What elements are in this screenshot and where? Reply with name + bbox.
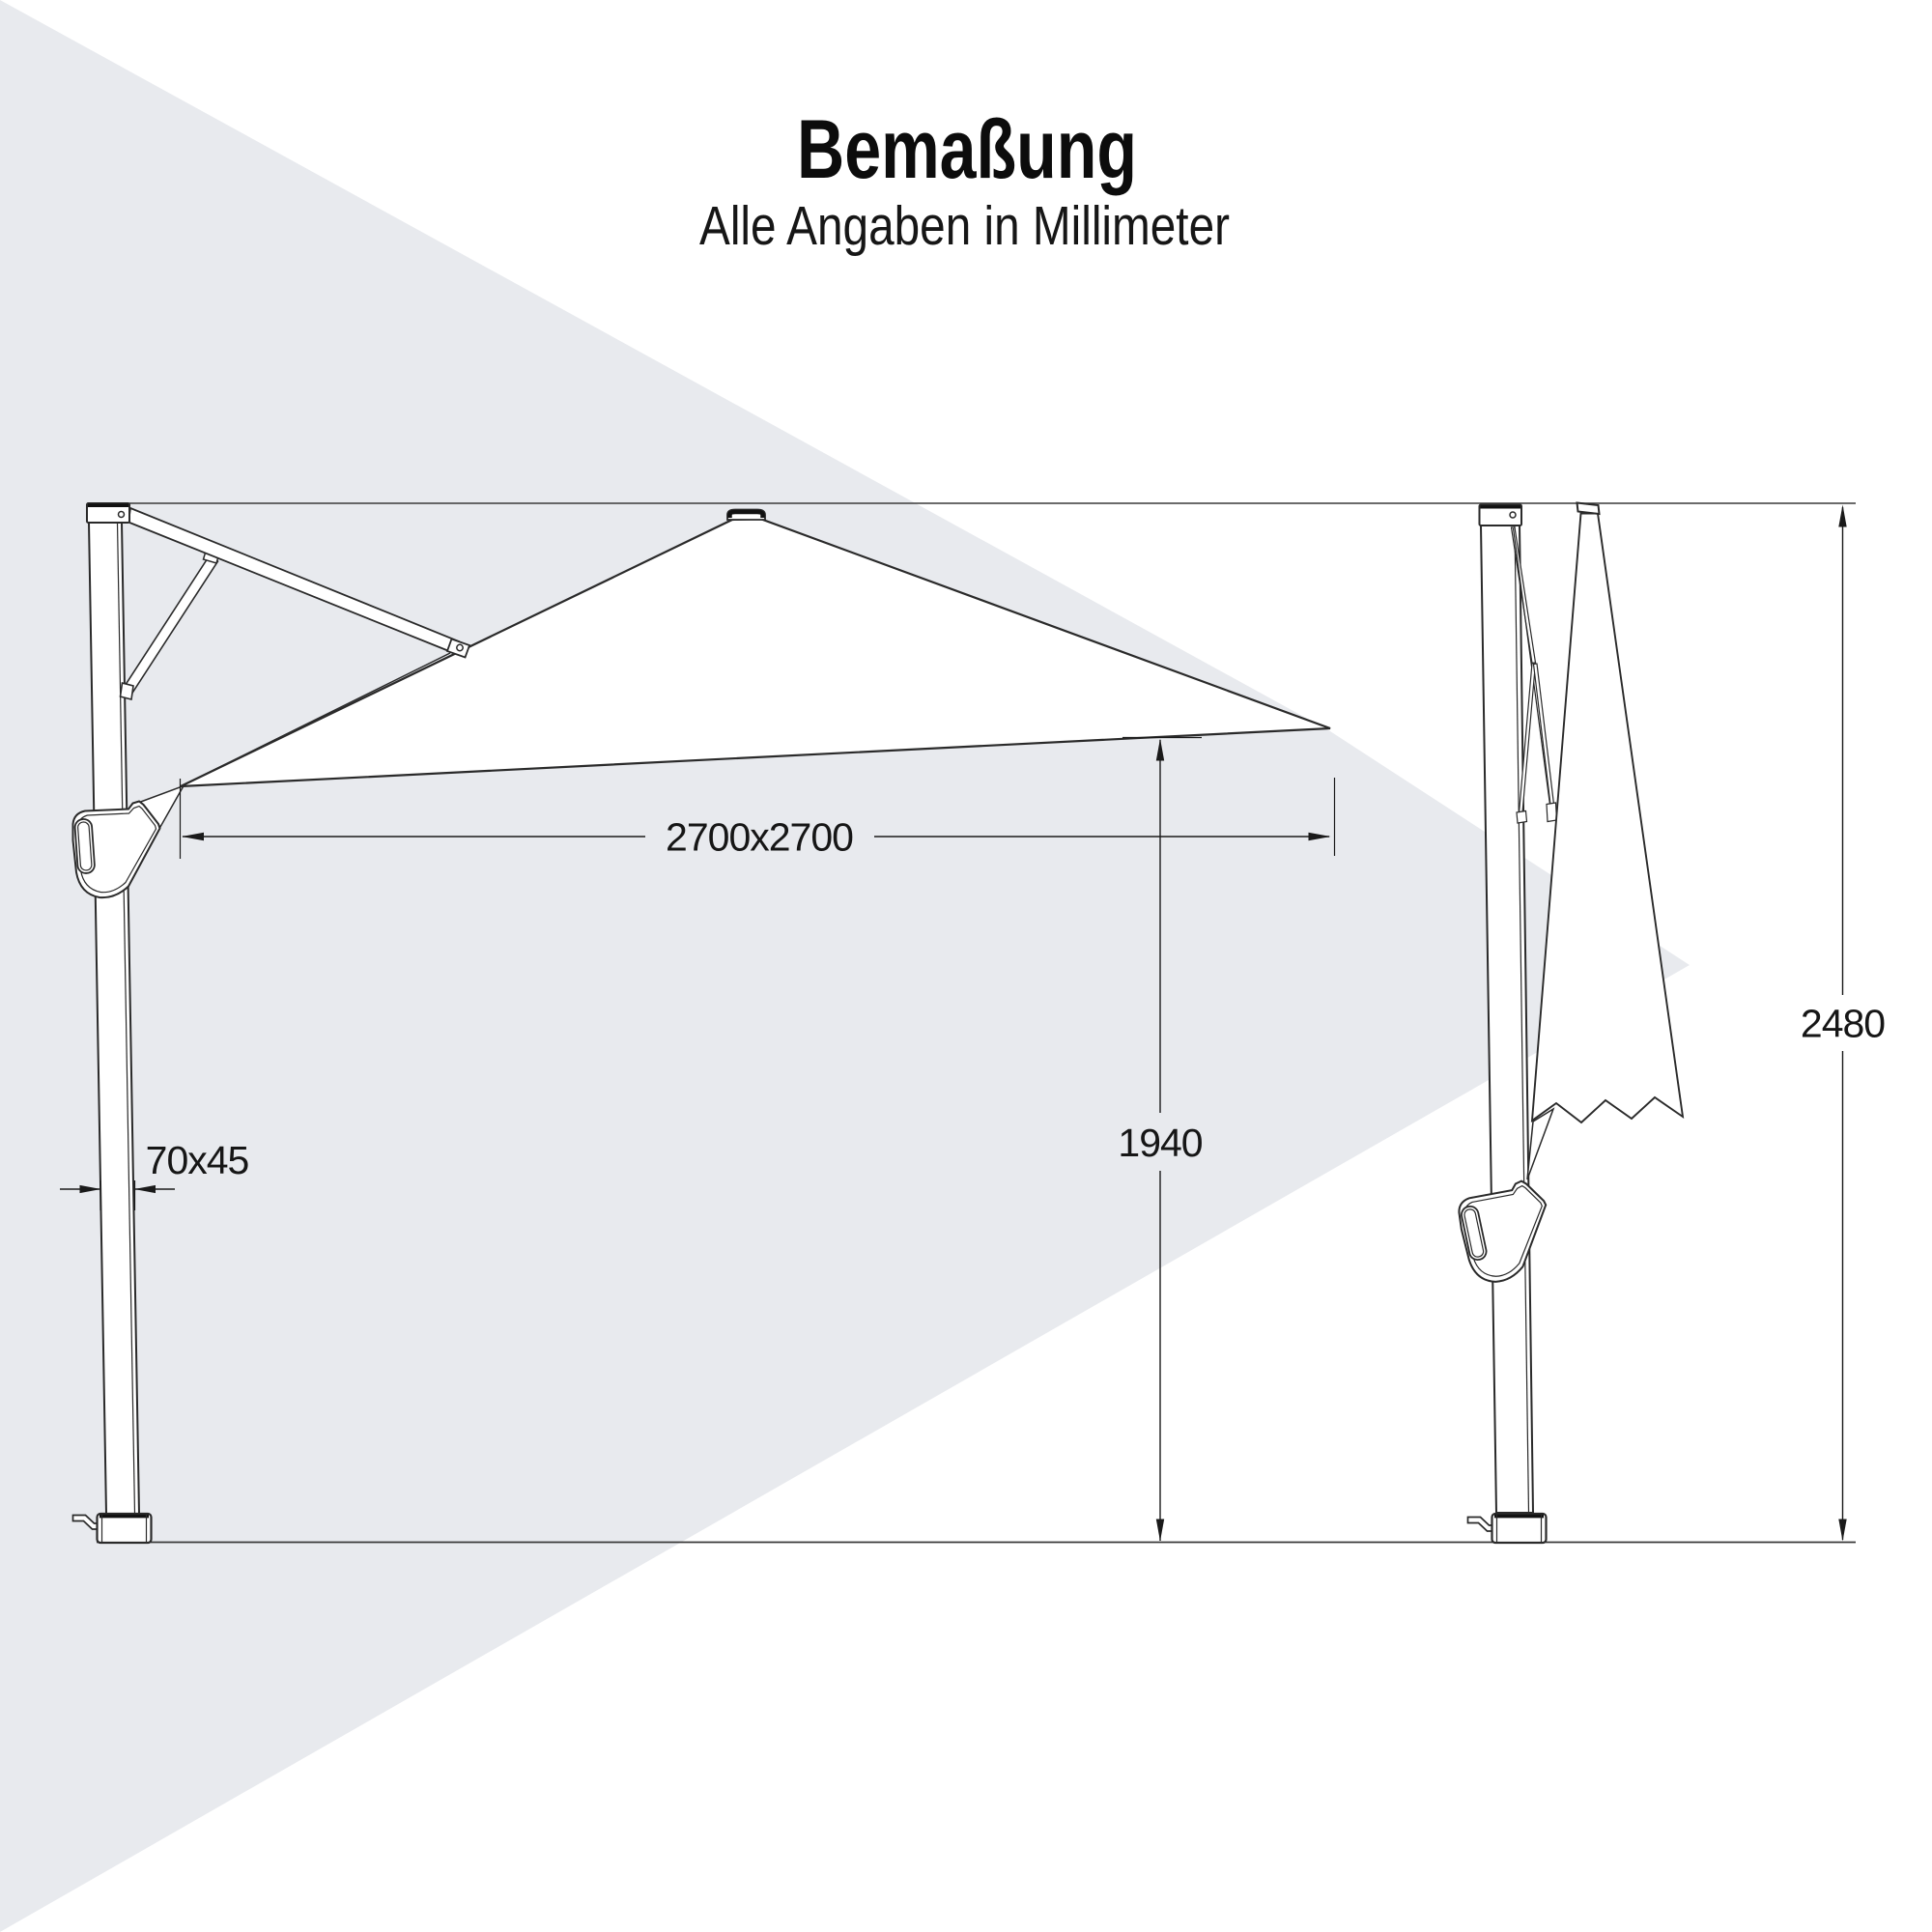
dim-arrow-toward-right (79, 1184, 101, 1194)
closed-canopy-cap (1576, 501, 1601, 516)
dim-arrow-down (1838, 1519, 1847, 1542)
dim-arrow-toward-left (134, 1184, 156, 1194)
page-title: Bemaßung (797, 103, 1137, 196)
dim-label-pole-cross-section: 70x45 (146, 1138, 249, 1182)
right-pole-cap (1478, 503, 1522, 526)
dim-canopy-size: 2700x2700 (179, 778, 1336, 860)
base-body (96, 1512, 153, 1545)
canopy-apex-cap-top (727, 509, 765, 518)
hub-handle-slot-inner (1463, 1208, 1485, 1258)
dim-arrow-up (1838, 504, 1847, 527)
dim-arrow-right (1308, 832, 1331, 841)
dim-arrow-up (1155, 738, 1165, 761)
folded-ribs (1510, 526, 1558, 824)
page-subtitle: Alle Angaben in Millimeter (699, 195, 1230, 257)
right-pole-cap-bolt (1509, 511, 1517, 519)
dim-label-total-height: 2480 (1801, 1002, 1885, 1046)
dim-arrow-down (1155, 1519, 1165, 1542)
folded-rib-foot-right (1546, 802, 1558, 823)
right-base (1466, 1512, 1548, 1545)
arm-end-bolt (456, 643, 464, 652)
closed-canopy (1530, 512, 1685, 1124)
dim-arrow-left (182, 832, 204, 841)
canopy-rib-line (180, 652, 451, 787)
base-pedal (1466, 1516, 1496, 1532)
left-pole-edge-line (116, 522, 136, 1515)
left-base (71, 1512, 153, 1545)
dim-total-height: 2480 (1801, 504, 1886, 1542)
dim-label-clearance-height: 1940 (1118, 1121, 1202, 1165)
dim-pole-cross-section: 70x45 (60, 1138, 250, 1210)
canopy-hub-wedge (1526, 1107, 1555, 1180)
folded-rib-lower-right (1532, 663, 1555, 806)
dim-label-canopy-size: 2700x2700 (666, 815, 853, 860)
hub-handle-slot (1461, 1205, 1488, 1262)
hub-outer (71, 800, 161, 899)
left-pole-cap-bolt (117, 510, 126, 519)
watermark-triangle (0, 0, 1690, 1932)
dim-clearance-height: 1940 (1118, 736, 1204, 1542)
folded-rib-foot-left (1516, 810, 1528, 824)
closed-umbrella-side-view (1458, 501, 1685, 1545)
right-hub-bracket (1458, 1179, 1548, 1283)
right-pole (1479, 525, 1535, 1514)
dimension-annotations: 2700x2700 1940 2480 70x45 (60, 504, 1886, 1542)
hub-handle-slot-inner (77, 821, 93, 871)
right-pole-edge-line (1514, 525, 1530, 1514)
left-pole-cap (86, 502, 130, 524)
strut-lower-bracket (119, 681, 134, 701)
base-body (1491, 1512, 1548, 1545)
left-hub-bracket (71, 800, 161, 899)
